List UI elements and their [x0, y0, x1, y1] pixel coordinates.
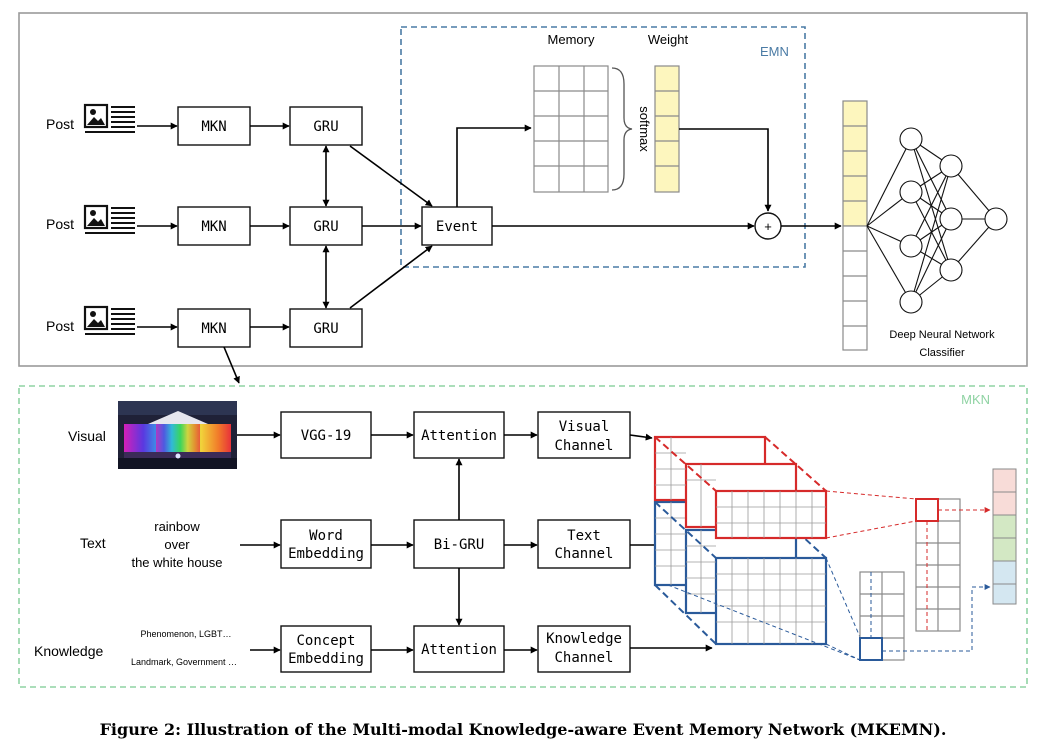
knowledge-input-line2: Landmark, Government …	[131, 657, 237, 667]
knowledge-attention-box	[413, 625, 505, 673]
bigru-box	[413, 519, 505, 569]
mkn-panel	[18, 385, 1028, 688]
rainbow-house-image	[118, 401, 237, 469]
word-embedding-box	[280, 519, 372, 569]
event-box-label: Event	[436, 219, 478, 235]
gru-box	[289, 106, 363, 146]
softmax-label: softmax	[637, 106, 652, 152]
text-channel-box	[537, 519, 631, 569]
weight-vector	[654, 65, 680, 193]
knowledge-channel-label-line1: Knowledge	[546, 631, 622, 647]
mkn-detail-arrow	[223, 346, 240, 384]
event-box	[421, 206, 493, 246]
concept-embedding-box	[280, 625, 372, 673]
neural-network-icon	[866, 127, 1008, 314]
post-row-2: Post MKN GRU	[46, 204, 363, 246]
pooled-feature-map-large	[915, 498, 961, 632]
mkn-panel-label: MKN	[961, 392, 990, 407]
emn-region	[400, 26, 806, 268]
post-row-1: Post MKN GRU	[46, 103, 363, 146]
mkn-box	[177, 206, 251, 246]
gru-box-label: GRU	[313, 321, 338, 337]
weight-label: Weight	[648, 32, 689, 47]
emn-label: EMN	[760, 44, 789, 59]
knowledge-channel-label-line2: Channel	[554, 650, 613, 666]
gru-box-label: GRU	[313, 219, 338, 235]
concept-embedding-label-line2: Embedding	[288, 651, 364, 667]
post-label: Post	[46, 318, 74, 334]
mkn-box-label: MKN	[201, 219, 226, 235]
top-panel	[18, 12, 1028, 367]
post-row-3: Post MKN GRU	[46, 305, 363, 348]
mkn-box-label: MKN	[201, 119, 226, 135]
visual-channel-label-line1: Visual	[559, 419, 610, 435]
visual-row-label: Visual	[68, 428, 106, 444]
knowledge-row-label: Knowledge	[34, 643, 103, 659]
text-channel-label-line2: Channel	[554, 546, 613, 562]
mkn-box	[177, 308, 251, 348]
gru-box	[289, 206, 363, 246]
post-image-icon	[83, 305, 135, 335]
classifier-label-line2: Classifier	[919, 347, 965, 359]
memory-label: Memory	[548, 32, 595, 47]
visual-channel-label-line2: Channel	[554, 438, 613, 454]
text-channel-label-line1: Text	[567, 528, 601, 544]
visual-attention-label: Attention	[421, 428, 497, 444]
feature-vector	[842, 100, 868, 351]
figure-caption: Figure 2: Illustration of the Multi-moda…	[100, 720, 947, 739]
knowledge-input-line1: Phenomenon, LGBT…	[140, 629, 231, 639]
multichannel-tensor	[653, 435, 828, 646]
text-input-line2: over	[164, 537, 190, 552]
post-label: Post	[46, 216, 74, 232]
output-vector	[992, 468, 1017, 605]
vgg19-box	[280, 411, 372, 459]
post-label: Post	[46, 116, 74, 132]
word-embedding-label-line2: Embedding	[288, 546, 364, 562]
post-image-icon	[83, 204, 135, 234]
memory-matrix	[533, 65, 609, 193]
softmax-brace	[611, 67, 633, 191]
knowledge-channel-box	[537, 625, 631, 673]
word-embedding-label-line1: Word	[309, 528, 343, 544]
text-input-line1: rainbow	[154, 519, 200, 534]
pooled-feature-map-small	[859, 571, 905, 661]
text-input-line3: the white house	[131, 555, 222, 570]
classifier-label-line1: Deep Neural Network	[889, 329, 995, 341]
mkn-box	[177, 106, 251, 146]
post-image-icon	[83, 103, 135, 133]
mkn-box-label: MKN	[201, 321, 226, 337]
text-row-label: Text	[80, 535, 106, 551]
concept-embedding-label-line1: Concept	[296, 633, 355, 649]
gru-box-label: GRU	[313, 119, 338, 135]
bigru-label: Bi-GRU	[434, 537, 485, 553]
knowledge-attention-label: Attention	[421, 642, 497, 658]
plus-sign: +	[764, 219, 772, 234]
vgg19-label: VGG-19	[301, 428, 352, 444]
gru-box	[289, 308, 363, 348]
